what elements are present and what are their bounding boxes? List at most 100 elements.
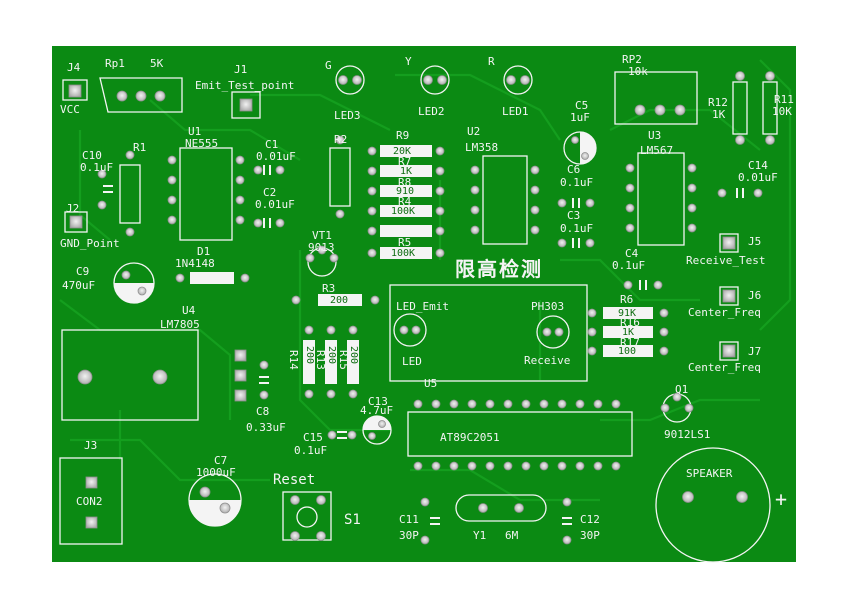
led1-label: LED1 [502,105,529,118]
c15-label: C15 [303,431,323,444]
s1-label: S1 [344,512,361,528]
board-title: 限高检测 [455,257,543,281]
in4148-label: 1N4148 [175,257,215,270]
speaker-label: SPEAKER [686,467,733,480]
c7-label: C7 [214,454,228,467]
u5-pins [413,399,621,471]
j7-label: J7 [748,345,762,358]
vt1-value: 9013 [308,241,335,254]
r14-value: 200 [304,346,315,365]
c1-label: C1 [265,138,279,151]
r4-label: R4 [398,195,412,208]
y1-label: Y1 [473,529,487,542]
r5-label: R5 [398,236,412,249]
lm358-label: LM358 [465,141,499,154]
square-pads [68,84,736,529]
led3-label: LED3 [334,109,361,122]
emit-test-label: Emit_Test_point [195,79,295,92]
j2-label: J2 [66,202,80,215]
u4-label: U4 [182,304,196,317]
c9-value: 470uF [62,279,96,292]
r9-label: R9 [396,129,410,142]
r17-label: R17 [620,336,640,349]
r-label: R [488,55,495,68]
c11-label: C11 [399,513,419,526]
g-label: G [325,59,332,72]
r3-label: R3 [322,282,336,295]
c8-value: 0.33uF [246,421,286,434]
r4-value: 100K [391,206,416,217]
led-label: LED [402,355,422,368]
c15-value: 0.1uF [294,444,328,457]
c12-value: 30P [580,529,600,542]
j1-label: J1 [234,63,248,76]
copper-traces [59,59,792,502]
r7-label: R7 [398,155,412,168]
c13-value: 4.7uF [360,404,394,417]
receive-label: Receive [524,354,571,367]
lm7805-label: LM7805 [160,318,200,331]
c4-value: 0.1uF [612,259,646,272]
c2-label: C2 [263,186,277,199]
resistor-silk-boxes [190,145,653,384]
c2-value: 0.01uF [255,198,295,211]
c14-label: C14 [748,159,768,172]
center-freq-j6-label: Center_Freq [688,306,761,319]
y-label: Y [405,55,412,68]
q1-label: Q1 [675,383,689,396]
u3-label: U3 [648,129,662,142]
u5-label: U5 [424,377,438,390]
c5-value: 1uF [570,111,590,124]
d1-label: D1 [197,245,211,258]
ne555-label: NE555 [185,137,219,150]
r16-label: R16 [620,316,640,329]
lm567-label: LM567 [640,144,674,157]
r7-value: 1K [400,166,413,177]
c4-label: C4 [625,247,639,260]
r12-value: 1K [712,108,726,121]
c6-value: 0.1uF [560,176,594,189]
r12-label: R12 [708,96,728,109]
r6-label: R6 [620,293,634,306]
c13-label: C13 [368,395,388,408]
r14-label: R14 [287,350,300,370]
c12-label: C12 [580,513,600,526]
capacitor-symbols [103,165,744,525]
r15-value: 200 [348,346,359,365]
reset-label: Reset [273,472,316,488]
solder-pads [77,71,775,545]
at89c2051-label: AT89C2051 [440,431,500,444]
c8-label: C8 [256,405,270,418]
c3-value: 0.1uF [560,222,594,235]
c3-label: C3 [567,209,581,222]
c9-label: C9 [76,265,90,278]
receive-test-label: Receive_Test [686,254,766,267]
speaker-plus-label: + [775,487,788,511]
r8-label: R8 [398,176,412,189]
u2-label: U2 [467,125,481,138]
rp2-value: 10k [628,65,648,78]
c11-value: 30P [399,529,419,542]
center-freq-j7-label: Center_Freq [688,361,761,374]
c10-label: C10 [82,149,102,162]
j3-label: J3 [84,439,98,452]
led2-label: LED2 [418,105,445,118]
c14-value: 0.01uF [738,171,778,184]
rp1-label: Rp1 [105,57,125,70]
vt1-label: VT1 [312,229,332,242]
r11-label: R11 [774,93,794,106]
r13-value: 200 [326,346,337,365]
u1-label: U1 [188,125,202,138]
r9-value: 20K [393,146,412,157]
y1-value: 6M [505,529,519,542]
r13-label: R13 [314,350,327,370]
r6-value: 91K [618,308,637,319]
r8-value: 910 [396,186,415,197]
r1-label: R1 [133,141,147,154]
led-emit-label: LED_Emit [396,300,449,313]
c1-value: 0.01uF [256,150,296,163]
rp2-label: RP2 [622,53,642,66]
gnd-label: GND_Point [60,237,120,250]
rp1-value: 5K [150,57,164,70]
